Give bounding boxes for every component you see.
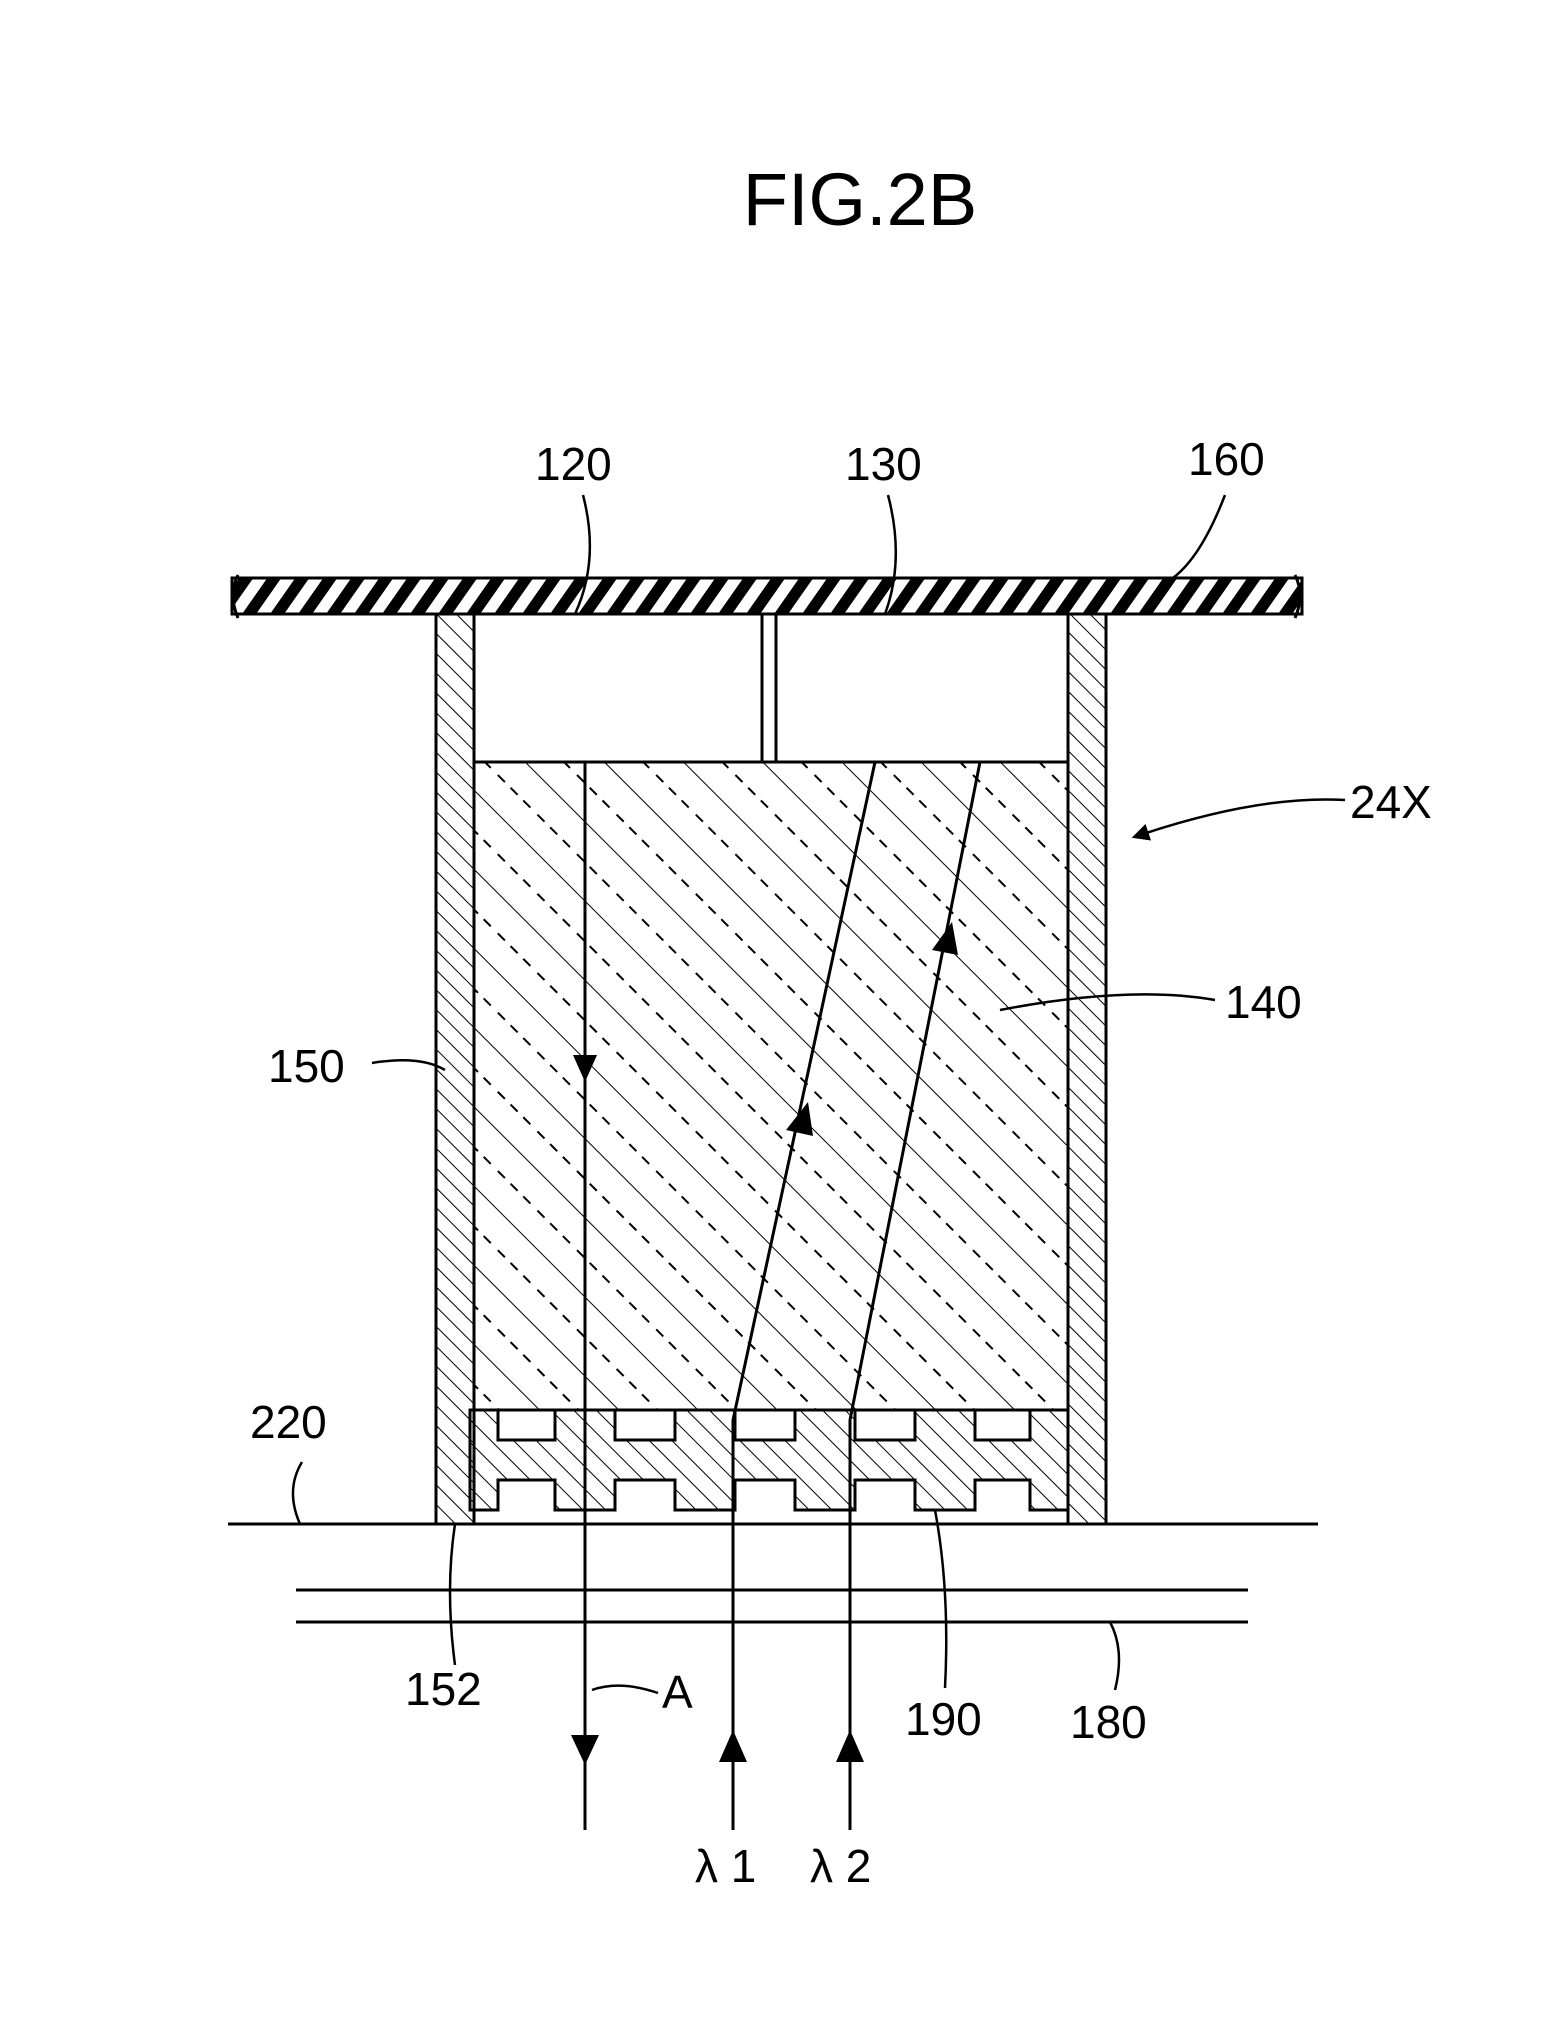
label-a: A — [662, 1666, 693, 1718]
element-120 — [474, 614, 762, 762]
label-130: 130 — [845, 438, 922, 490]
label-190: 190 — [905, 1693, 982, 1745]
label-220: 220 — [250, 1396, 327, 1448]
leader-160 — [1170, 495, 1225, 580]
label-152: 152 — [405, 1663, 482, 1715]
leader-a — [592, 1686, 658, 1693]
label-160: 160 — [1188, 433, 1265, 485]
label-lambda1: λ 1 — [695, 1840, 756, 1892]
leader-150 — [372, 1060, 445, 1070]
leader-190 — [935, 1510, 946, 1688]
leader-180 — [1110, 1622, 1119, 1690]
label-120: 120 — [535, 438, 612, 490]
label-180: 180 — [1070, 1696, 1147, 1748]
element-130 — [776, 614, 1068, 762]
leader-152 — [450, 1524, 455, 1665]
figure-title: FIG.2B — [743, 158, 977, 241]
leader-220 — [293, 1462, 302, 1524]
label-lambda2: λ 2 — [810, 1840, 871, 1892]
label-24x: 24X — [1350, 776, 1432, 828]
substrate-bar-160 — [232, 575, 1302, 618]
grating-190 — [470, 1410, 1068, 1510]
leader-24x — [1140, 799, 1345, 835]
label-140: 140 — [1225, 976, 1302, 1028]
block-140 — [474, 762, 1068, 1410]
label-150: 150 — [268, 1040, 345, 1092]
